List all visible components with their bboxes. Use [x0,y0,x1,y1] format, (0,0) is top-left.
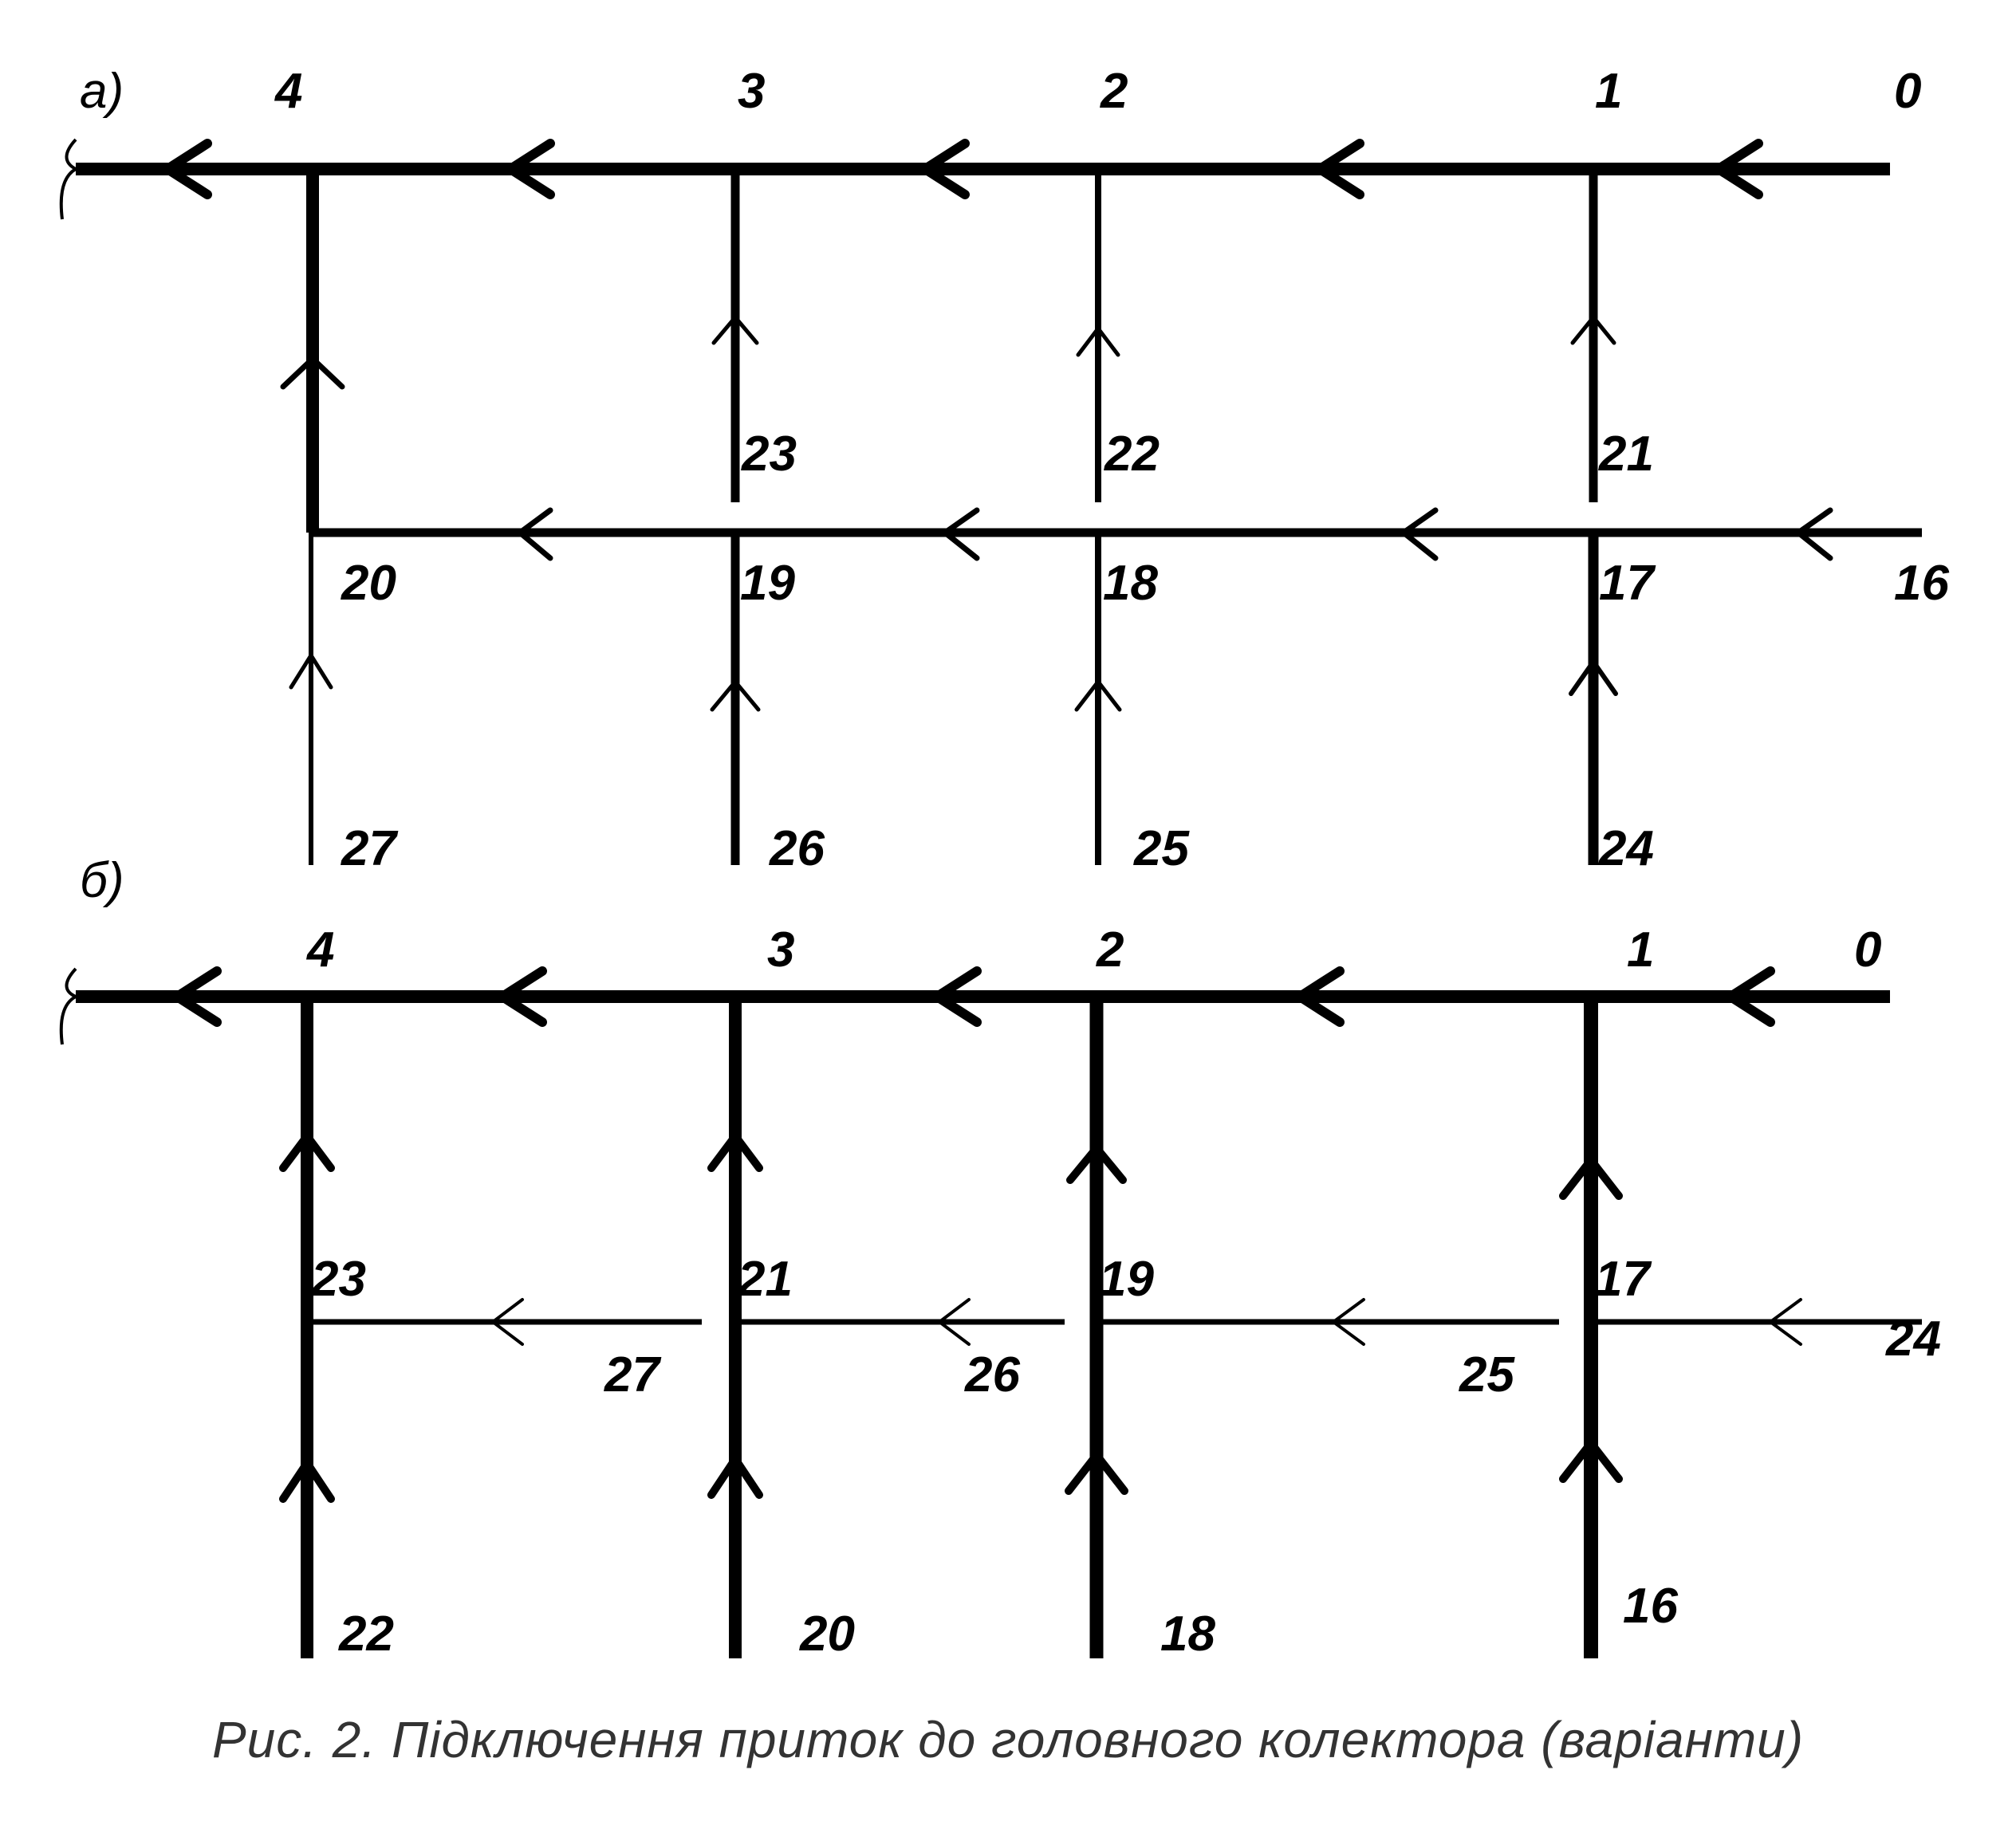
panel-a-label: а) [80,64,124,119]
node-label-21: 21 [1598,427,1654,482]
main-collector-arrows [172,966,1775,1027]
riser-arrow [707,1129,763,1172]
riser-arrow [1076,324,1120,357]
panel-b: б) 4 3 2 1 0 [59,853,1941,1662]
main-arrow [932,966,982,1027]
main-risers [301,997,1598,1658]
riser-arrow [711,314,759,345]
riser-arrow [1570,314,1616,345]
secondary-arrow [515,507,553,561]
branch-arrow [1767,1298,1802,1346]
node-label-2: 2 [1100,64,1128,119]
node-label-17: 17 [1599,556,1656,611]
node-label-27: 27 [341,821,398,876]
node-label-16: 16 [1623,1579,1678,1634]
main-arrow [1295,966,1345,1027]
node-label-1: 1 [1595,64,1622,119]
branch-arrows [490,1298,1802,1346]
riser-arrow [1066,1142,1127,1184]
riser-lower-arrows [279,1436,1623,1503]
secondary-arrow [940,507,980,561]
secondary-arrow [1399,507,1439,561]
node-label-24: 24 [1598,821,1654,876]
riser-arrow [1559,1436,1623,1483]
node-label-20: 20 [341,556,396,611]
riser-arrow [279,1129,335,1172]
node-label-17: 17 [1595,1252,1652,1307]
tributary-arrow [1074,678,1122,712]
node-label-1: 1 [1627,922,1654,977]
riser-arrow [1065,1448,1128,1495]
tributary-arrow [289,651,333,690]
node-label-4: 4 [274,64,302,119]
figure-caption: Рис. 2. Підключення приток до головного … [211,1711,1805,1768]
node-label-20: 20 [799,1607,855,1662]
tributary-arrow [1569,657,1618,696]
node-label-2: 2 [1096,922,1124,977]
node-label-19: 19 [740,556,795,611]
node-label-26: 26 [964,1347,1020,1402]
node-label-21: 21 [737,1252,793,1307]
node-label-22: 22 [338,1607,394,1662]
node-label-0: 0 [1854,922,1881,977]
node-label-25: 25 [1133,821,1190,876]
main-arrow [1726,966,1775,1027]
node-label-23: 23 [310,1252,366,1307]
branch-arrow [490,1298,524,1346]
node-label-18: 18 [1160,1607,1215,1662]
riser-arrow [279,1455,335,1503]
main-arrow [498,966,547,1027]
riser-arrow [280,355,345,390]
node-label-24: 24 [1885,1312,1941,1367]
secondary-collector-arrows [515,507,1833,561]
node-label-27: 27 [604,1347,661,1402]
node-label-3: 3 [767,922,794,977]
riser-arrow [1559,1153,1623,1200]
panel-a: а) 4 3 2 1 0 23 22 21 [59,64,1949,876]
main-arrow [506,139,555,199]
node-label-3: 3 [738,64,765,119]
tributary-arrow [710,678,761,712]
panel-b-label: б) [80,853,124,908]
branch-arrow [936,1298,971,1346]
collector-end-bracket [59,138,80,220]
node-label-22: 22 [1104,427,1160,482]
node-label-19: 19 [1099,1252,1154,1307]
node-label-4: 4 [305,922,334,977]
riser-upper-arrows [279,1129,1623,1200]
node-label-26: 26 [769,821,825,876]
branch-arrow [1330,1298,1365,1346]
node-label-0: 0 [1894,64,1921,119]
collector-end-bracket [59,967,80,1045]
main-arrow [1714,139,1763,199]
node-label-16: 16 [1894,556,1949,611]
main-arrow [163,139,212,199]
node-label-23: 23 [741,427,797,482]
main-collector-arrows [163,139,1763,199]
main-arrow [920,139,970,199]
main-arrow [1315,139,1364,199]
node-label-18: 18 [1103,556,1158,611]
secondary-arrow [1794,507,1833,561]
main-arrow [172,966,222,1027]
node-label-25: 25 [1459,1347,1515,1402]
riser-arrow [707,1451,763,1499]
